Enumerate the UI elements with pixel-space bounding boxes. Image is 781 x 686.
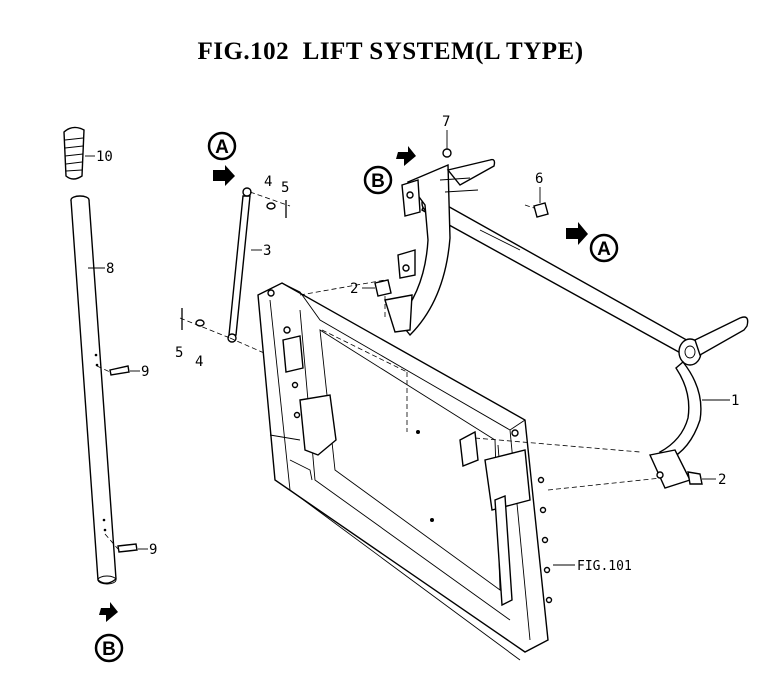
pin-part-9-upper (96, 365, 140, 376)
label-part-6: 6 (535, 171, 543, 187)
label-part-1: 1 (731, 393, 739, 409)
seat-frame-assembly (257, 282, 575, 661)
figure-title: FIG.102 LIFT SYSTEM(L TYPE) (197, 38, 584, 65)
label-part-8: 8 (106, 261, 114, 277)
direction-arrow-icon (566, 222, 588, 245)
label-part-5-upper: 5 (281, 180, 289, 196)
svg-text:A: A (597, 239, 611, 260)
marker-a-top-left: A (207, 131, 237, 161)
label-part-10: 10 (96, 149, 113, 165)
label-part-9-upper: 9 (141, 364, 149, 380)
label-reference-figure: FIG.101 (577, 559, 632, 574)
lift-lever-part-1 (384, 158, 749, 489)
pin-part-9-lower (104, 533, 148, 553)
bolt-part-2-right (687, 471, 716, 485)
washer-part-4-upper (266, 202, 276, 210)
label-part-3: 3 (263, 243, 271, 259)
label-part-2-left: 2 (350, 281, 358, 297)
label-part-4-upper: 4 (264, 174, 272, 190)
marker-b-upper: B (363, 165, 393, 195)
marker-b-lower: B (94, 633, 124, 663)
direction-arrow-icon (396, 146, 416, 166)
label-part-9-lower: 9 (149, 542, 157, 558)
gas-strut-part-3 (227, 187, 262, 343)
label-part-4-lower: 4 (195, 354, 203, 370)
svg-text:B: B (102, 639, 116, 660)
nut-part-7 (442, 130, 452, 158)
bushing-part-6 (533, 187, 549, 218)
grip-part-10 (63, 126, 95, 180)
svg-text:B: B (371, 171, 385, 192)
washer-part-4-lower (195, 319, 205, 327)
label-part-7: 7 (442, 114, 450, 130)
marker-a-right: A (589, 233, 619, 263)
lift-rod-part-8 (70, 195, 117, 585)
bolt-part-2-left (362, 279, 392, 297)
direction-arrow-icon (99, 602, 118, 622)
label-part-5-lower: 5 (175, 345, 183, 361)
svg-text:A: A (215, 137, 229, 158)
label-part-2-right: 2 (718, 472, 726, 488)
direction-arrow-icon (213, 165, 235, 186)
